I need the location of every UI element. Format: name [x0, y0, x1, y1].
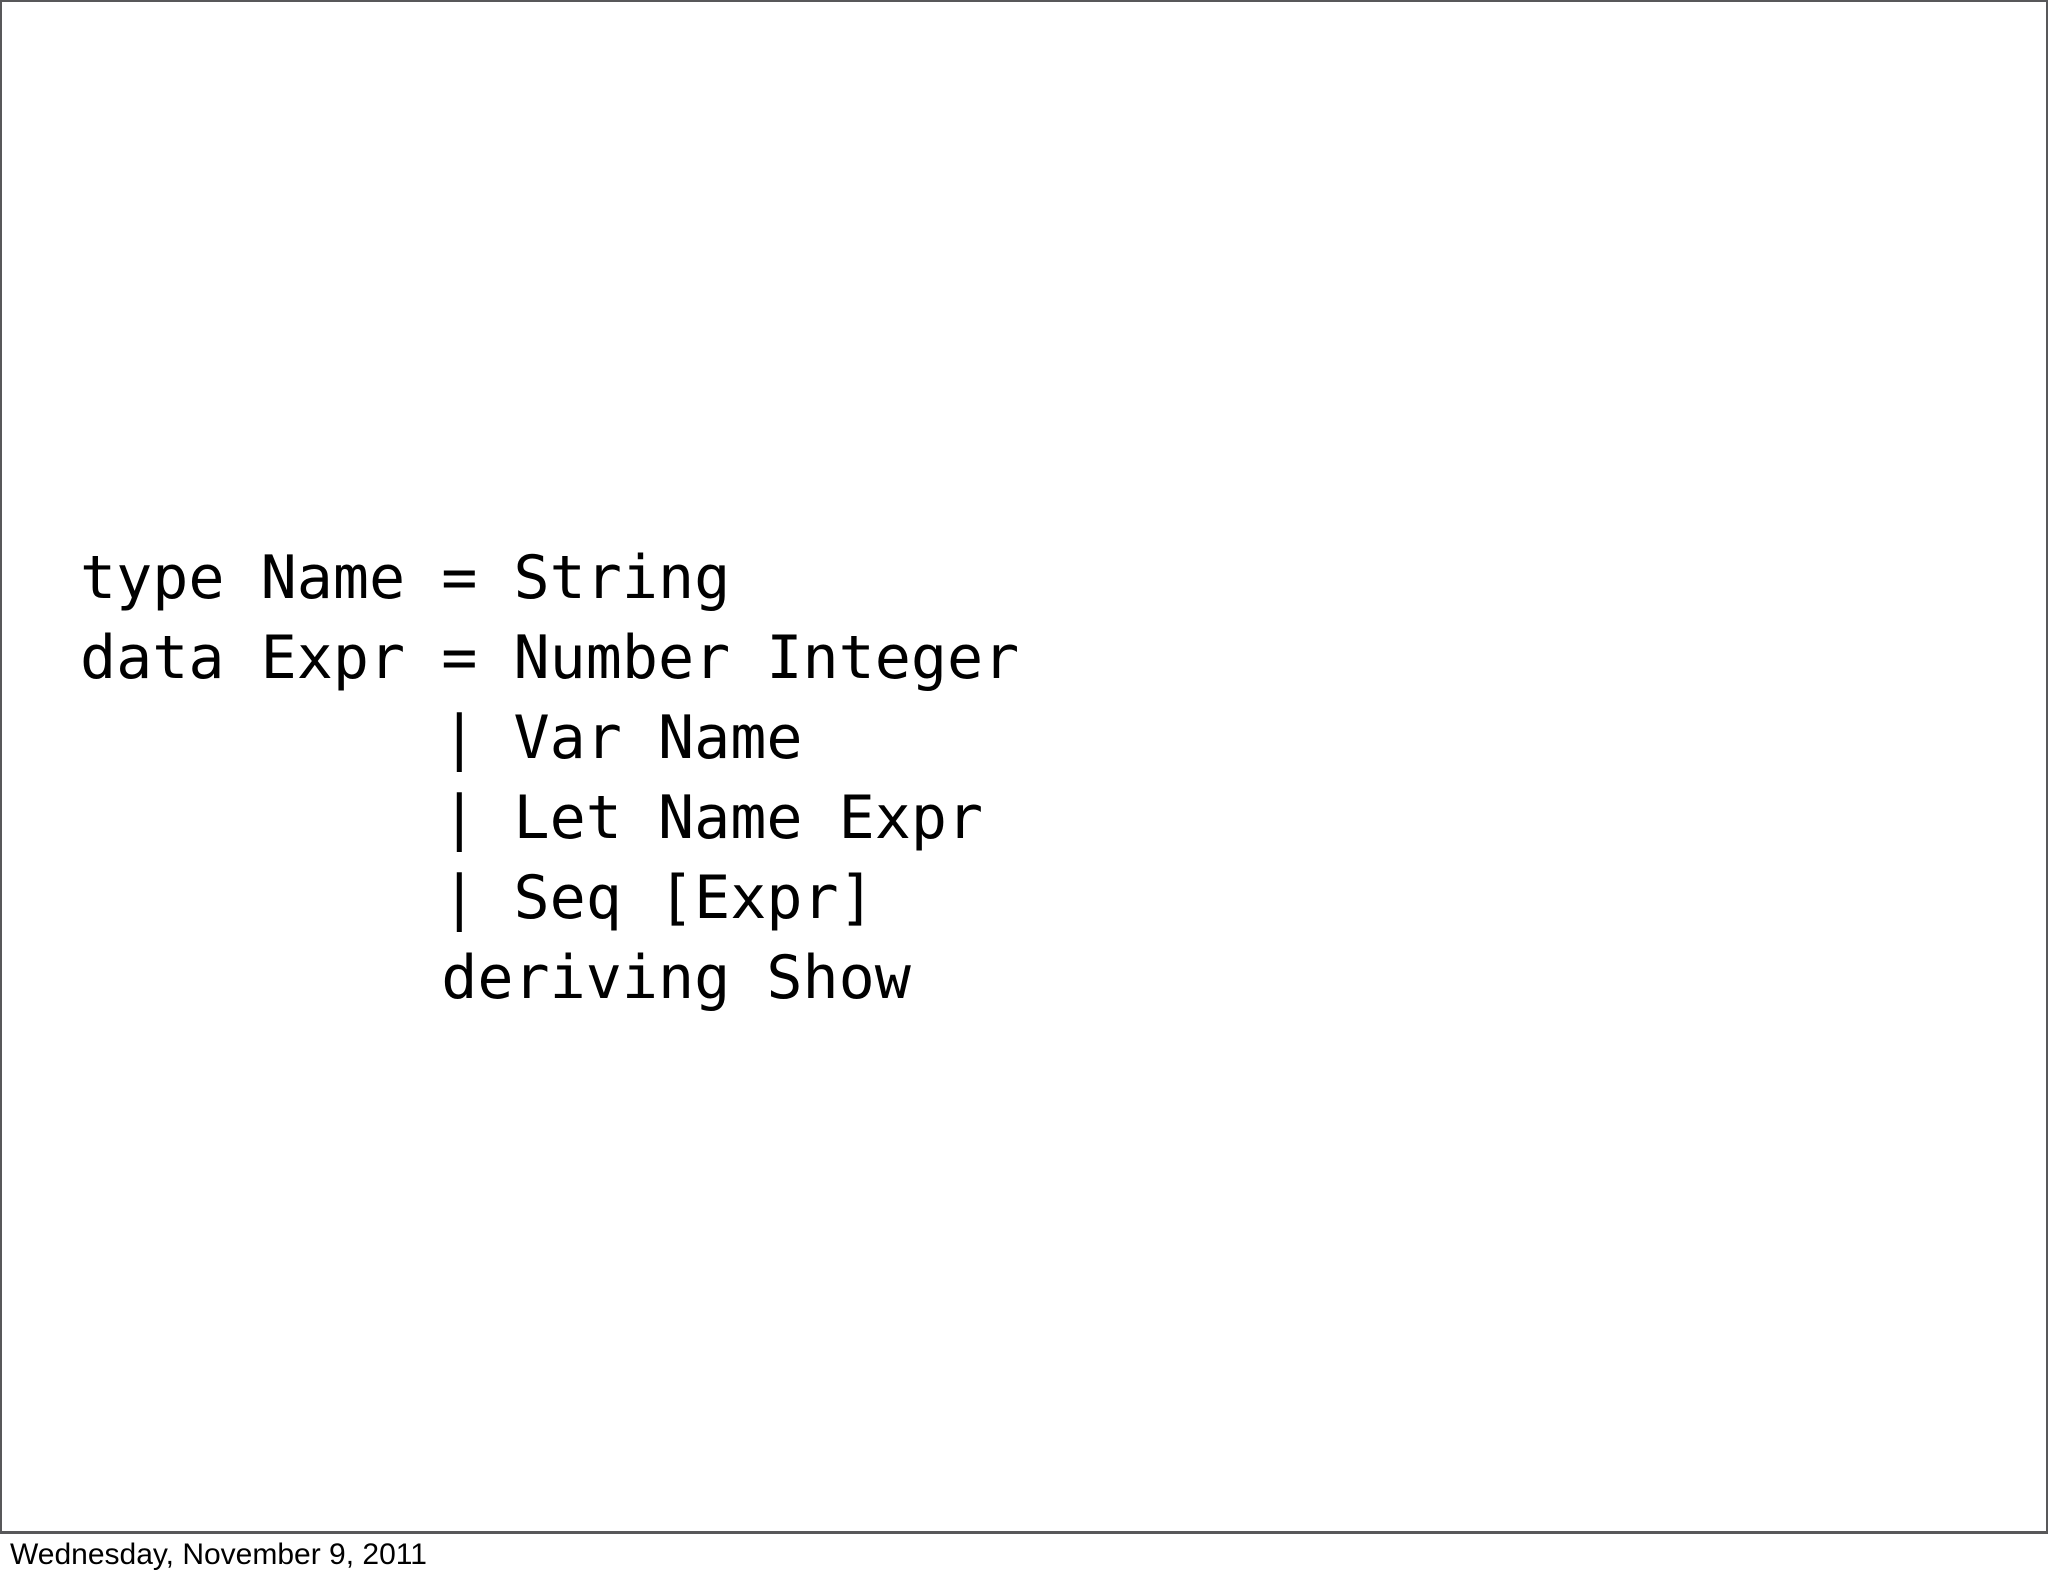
- date-label: Wednesday, November 9, 2011: [10, 1538, 427, 1571]
- code-block: type Name = String data Expr = Number In…: [80, 538, 1019, 1018]
- slide-canvas: type Name = String data Expr = Number In…: [0, 0, 2048, 1534]
- code-line: data Expr = Number Integer: [80, 623, 1020, 693]
- code-line: | Let Name Expr: [80, 783, 984, 853]
- slide-date-footer: Wednesday, November 9, 2011: [0, 1534, 2048, 1576]
- code-line: | Seq [Expr]: [80, 863, 875, 933]
- code-line: deriving Show: [80, 943, 911, 1013]
- code-line: type Name = String: [80, 543, 731, 613]
- code-line: | Var Name: [80, 703, 803, 773]
